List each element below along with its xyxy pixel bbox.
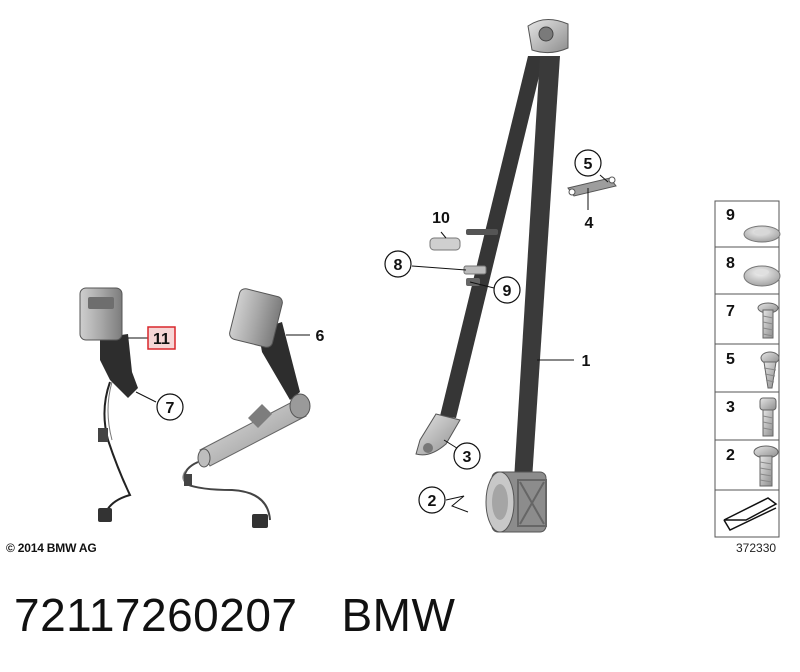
callout-4[interactable]: 4 xyxy=(585,215,594,232)
svg-text:4: 4 xyxy=(585,215,594,232)
svg-text:2: 2 xyxy=(726,447,735,464)
copyright-text: © 2014 BMW AG xyxy=(6,541,97,555)
brand-name: BMW xyxy=(341,589,456,641)
legend-item-3: 3 xyxy=(726,397,777,437)
svg-text:8: 8 xyxy=(726,255,735,272)
callout-7[interactable]: 7 xyxy=(156,393,184,421)
legend-item-9: 9 xyxy=(726,207,781,243)
svg-text:9: 9 xyxy=(503,283,512,300)
callout-6[interactable]: 6 xyxy=(316,328,325,345)
legend-item-7: 7 xyxy=(726,302,779,339)
callout-1[interactable]: 1 xyxy=(582,353,591,370)
svg-text:9: 9 xyxy=(726,207,735,224)
belt-assembly-1 xyxy=(415,19,569,533)
part-number: 72117260207 xyxy=(14,589,298,641)
svg-text:6: 6 xyxy=(316,328,325,345)
svg-text:3: 3 xyxy=(463,449,472,466)
callout-5[interactable]: 5 xyxy=(574,149,602,177)
callout-11[interactable]: 11 xyxy=(147,326,176,350)
fastener-legend: 9 8 7 5 3 xyxy=(714,200,781,538)
svg-text:2: 2 xyxy=(428,493,437,510)
legend-item-2: 2 xyxy=(726,445,779,487)
buckle-6 xyxy=(182,288,311,528)
buckle-11 xyxy=(79,287,138,522)
callout-10[interactable]: 10 xyxy=(432,210,450,227)
arrow-icon[interactable] xyxy=(723,497,778,531)
callout-9[interactable]: 9 xyxy=(493,276,521,304)
svg-text:5: 5 xyxy=(726,351,735,368)
leader-lines xyxy=(128,174,609,513)
callout-8[interactable]: 8 xyxy=(384,250,412,278)
svg-text:3: 3 xyxy=(726,399,735,416)
svg-text:5: 5 xyxy=(584,156,593,173)
legend-item-8: 8 xyxy=(726,255,781,287)
svg-text:7: 7 xyxy=(166,400,175,417)
svg-text:8: 8 xyxy=(394,257,403,274)
bracket-4 xyxy=(567,176,617,197)
legend-item-5: 5 xyxy=(726,351,780,389)
callout-3[interactable]: 3 xyxy=(453,442,481,470)
footer: 72117260207 BMW xyxy=(14,588,455,642)
svg-text:11: 11 xyxy=(153,331,170,348)
svg-text:10: 10 xyxy=(432,210,450,227)
svg-text:7: 7 xyxy=(726,303,735,320)
diagram-number: 372330 xyxy=(736,541,777,555)
svg-text:1: 1 xyxy=(582,353,591,370)
callout-2[interactable]: 2 xyxy=(418,486,446,514)
